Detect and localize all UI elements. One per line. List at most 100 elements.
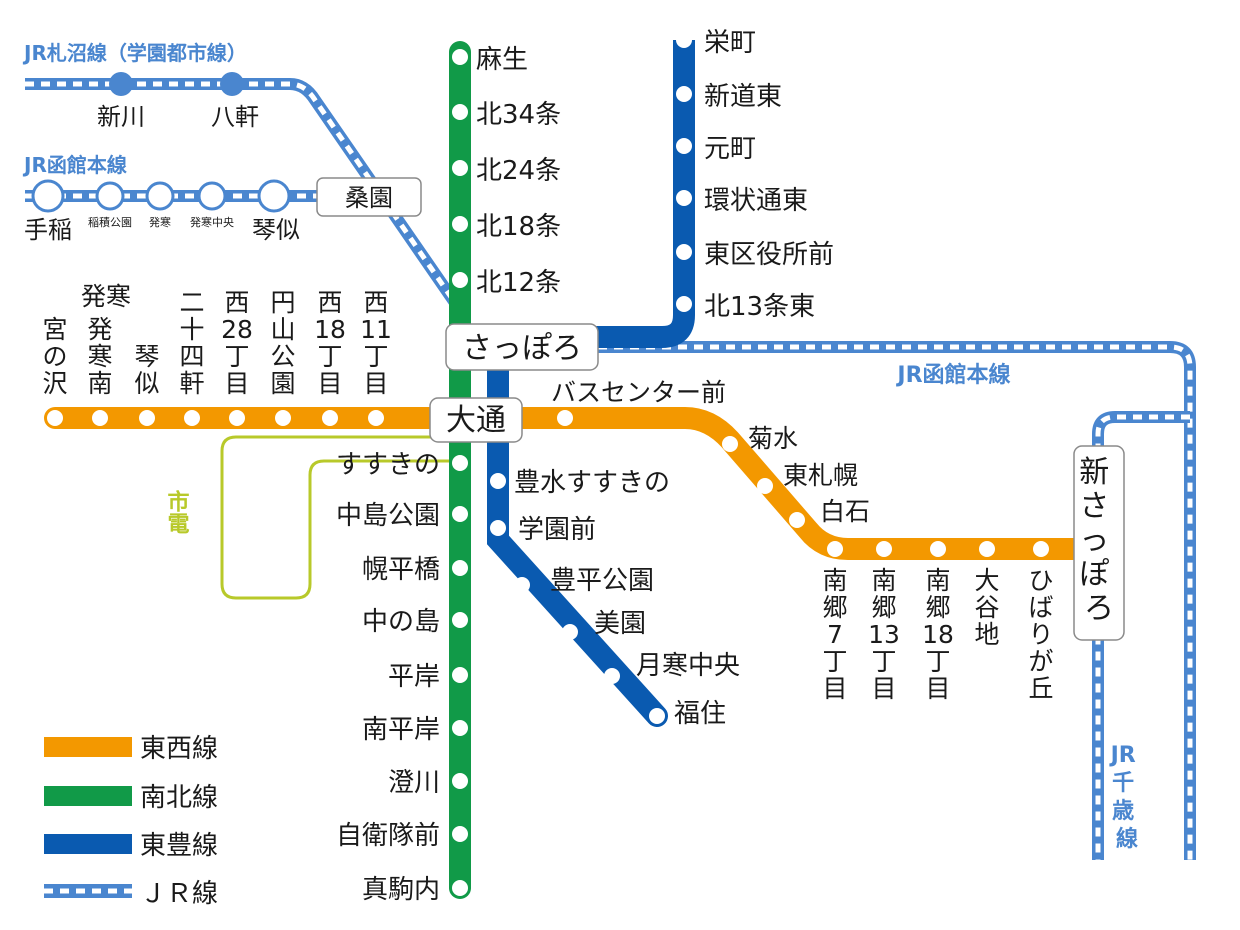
toho-station-label: 北13条東 [704,292,815,322]
nanboku-station-dot[interactable] [452,826,468,842]
jr-hakodate-east-label: JR函館本線 [895,362,1010,388]
legend-swatch-toho [44,834,132,854]
jr-station-label: 稲積公園 [88,215,132,229]
tozai-station-label: ひばりが丘 [1028,566,1053,703]
nanboku-station-dot[interactable] [452,880,468,896]
nanboku-station-dot[interactable] [452,455,468,471]
nanboku-station-dot[interactable] [452,720,468,736]
tozai-station-label: バスセンター前 [551,378,726,407]
toho-station-dot[interactable] [676,138,692,154]
tozai-station-dot[interactable] [184,410,200,426]
toho-station-label: 福住 [674,699,726,729]
nanboku-station-dot[interactable] [452,506,468,522]
toho-station-dot[interactable] [490,520,506,536]
nanboku-station-label: 澄川 [388,768,440,798]
toho-station-label: 環状通東 [704,186,808,216]
hub-sapporo[interactable]: さっぽろ [445,323,599,371]
nanboku-station-label: 北12条 [476,268,561,298]
nanboku-station-dot[interactable] [452,560,468,576]
jr-station-label: 八軒 [211,103,259,131]
nanboku-station-label: 麻生 [476,45,528,75]
tozai-station-dot[interactable] [827,541,843,557]
jr-station-label: 発寒中央 [190,215,234,229]
tozai-station-label: 菊水 [748,424,798,453]
hub-soen[interactable]: 桑園 [316,177,422,217]
tozai-station-dot[interactable] [139,410,155,426]
tozai-station-dot[interactable] [229,410,245,426]
tozai-station-dot[interactable] [368,410,384,426]
nanboku-station-dot[interactable] [452,216,468,232]
tram-label: 市電 [164,489,190,534]
tozai-station-dot[interactable] [876,541,892,557]
nanboku-station-label: 真駒内 [362,875,440,905]
tozai-station-dot[interactable] [322,410,338,426]
tozai-station-dot[interactable] [47,410,63,426]
station-labels: 麻生北34条北24条北18条北12条すすきの中島公園幌平橋中の島平岸南平岸澄川自… [42,28,1053,905]
tozai-station-dot[interactable] [1033,541,1049,557]
tozai-station-dot[interactable] [557,410,573,426]
hub-odori[interactable]: 大通 [429,397,523,443]
nanboku-station-dot[interactable] [452,272,468,288]
nanboku-station-dot[interactable] [452,49,468,65]
jr-sassho-line-label: JR札沼線（学園都市線） [22,41,247,65]
toho-station-dot[interactable] [676,190,692,206]
tozai-station-dot[interactable] [275,410,291,426]
tozai-station-dot[interactable] [930,541,946,557]
toho-station-dot[interactable] [604,668,620,684]
tozai-station-dot[interactable] [757,478,773,494]
nanboku-station-label: 自衛隊前 [336,821,440,851]
jr-chitose-line-label: JR 千 歳 線 [1109,743,1144,852]
jr-station-label: 琴似 [252,216,300,244]
tozai-station-label: 発寒南 [87,315,112,398]
tozai-station-dot[interactable] [979,541,995,557]
station-dots [47,32,1049,896]
toho-station-dot[interactable] [676,32,692,48]
tozai-station-dot[interactable] [789,512,805,528]
tozai-station-label: 白石 [820,497,870,526]
nanboku-station-dot[interactable] [452,104,468,120]
legend-label: 東西線 [140,734,218,764]
toho-station-label: 元町 [704,134,756,164]
toho-station-label: 栄町 [704,28,756,58]
tozai-station-label: 円山公園 [270,288,295,398]
nanboku-station-label: 北34条 [476,100,561,130]
tozai-station-dot[interactable] [722,436,738,452]
nanboku-station-dot[interactable] [452,667,468,683]
toho-station-label: 月寒中央 [636,651,740,681]
toho-station-dot[interactable] [649,708,665,724]
nanboku-station-label: すすきの [336,450,440,480]
toho-station-label: 豊平公園 [550,566,654,596]
toho-station-dot[interactable] [676,86,692,102]
legend-swatch-jr [44,884,132,898]
nanboku-station-label: 北24条 [476,156,561,186]
nanboku-station-label: 中の島 [362,607,440,637]
toho-station-dot[interactable] [676,244,692,260]
nanboku-station-label: 中島公園 [336,501,440,531]
nanboku-station-dot[interactable] [452,773,468,789]
toho-station-dot[interactable] [562,624,578,640]
toho-station-dot[interactable] [514,577,530,593]
tozai-station-label: 二十四軒 [179,288,204,398]
toho-station-dot[interactable] [490,473,506,489]
tozai-station-label: 琴似 [134,342,159,398]
nanboku-station-dot[interactable] [452,160,468,176]
hub-odori-label: 大通 [446,403,506,438]
legend-label: 東豊線 [140,831,218,861]
tozai-station-dot[interactable] [92,410,108,426]
toho-station-label: 新道東 [704,82,782,112]
nanboku-station-dot[interactable] [452,612,468,628]
tozai-station-label: 宮の沢 [42,315,67,398]
nanboku-station-label: 南平岸 [362,715,440,745]
hub-soen-label: 桑園 [345,184,393,212]
jr-station-label: 発寒 [149,215,171,229]
toho-station-dot[interactable] [676,296,692,312]
legend-label: ＪＲ線 [140,879,218,909]
hub-shin-sapporo[interactable]: 新 さ っ ぽ ろ [1073,445,1125,641]
hub-sapporo-label: さっぽろ [462,331,582,366]
